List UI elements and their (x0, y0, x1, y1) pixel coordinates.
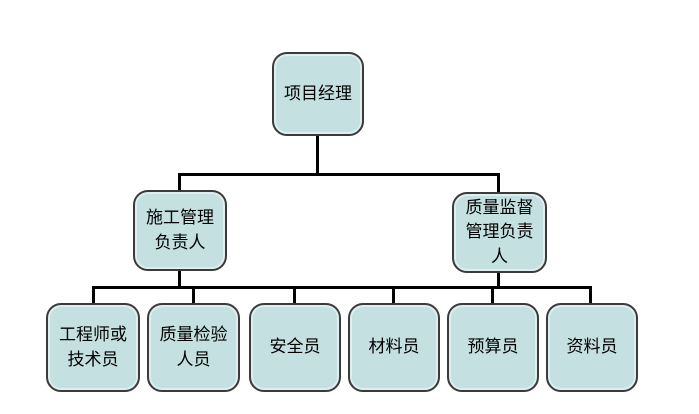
node-budget-officer-label: 预算员 (467, 337, 519, 357)
node-quality-inspection-staff-label: 质量检验人员 (159, 325, 228, 369)
connector-stem-quality (497, 272, 500, 288)
connector-drop-inspector (192, 287, 195, 304)
connector-drop-budget (491, 287, 494, 304)
connector-drop-engineer (92, 287, 95, 304)
connector-drop-material (392, 287, 395, 304)
connector-drop-document (589, 287, 592, 304)
connector-root-stem (316, 135, 319, 175)
node-safety-officer: 安全员 (249, 303, 341, 392)
node-document-officer-label: 资料员 (566, 337, 618, 357)
node-construction-management-leader: 施工管理负责人 (133, 190, 227, 271)
node-material-officer: 材料员 (348, 303, 440, 392)
node-project-manager-label: 项目经理 (284, 83, 352, 103)
node-engineer-or-technician-label: 工程师或技术员 (59, 325, 127, 369)
node-construction-management-leader-label: 施工管理负责人 (146, 208, 214, 252)
connector-level3-bus (92, 286, 592, 289)
connector-level2-bus (178, 173, 500, 176)
node-safety-officer-label: 安全员 (269, 337, 321, 357)
connector-drop-construction (178, 174, 181, 191)
node-budget-officer: 预算员 (447, 303, 539, 392)
node-material-officer-label: 材料员 (368, 337, 420, 357)
node-engineer-or-technician: 工程师或技术员 (46, 303, 140, 392)
node-quality-inspection-staff: 质量检验人员 (147, 303, 240, 392)
node-quality-supervision-management-leader-label: 质量监督管理负责人 (465, 198, 534, 266)
node-document-officer: 资料员 (546, 303, 638, 392)
node-project-manager: 项目经理 (272, 52, 364, 136)
node-quality-supervision-management-leader: 质量监督管理负责人 (452, 192, 547, 273)
connector-stem-construction (178, 269, 181, 288)
connector-drop-safety (293, 287, 296, 304)
connector-drop-quality (497, 174, 500, 193)
